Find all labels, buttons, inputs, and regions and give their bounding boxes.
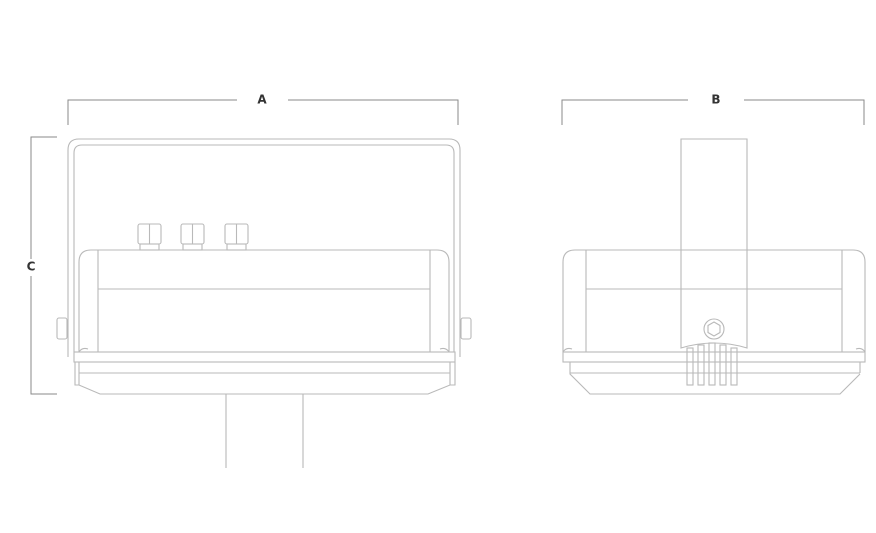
cable-gland xyxy=(137,223,162,251)
side-lens-frame xyxy=(569,362,861,395)
mounting-bracket xyxy=(67,138,461,357)
heat-sink-fins xyxy=(686,342,738,386)
housing xyxy=(78,249,450,352)
dimension-a-label: A xyxy=(257,93,267,107)
dimension-b-label: B xyxy=(711,93,720,107)
cable-gland xyxy=(224,223,249,251)
dimension-a-line xyxy=(67,99,459,125)
lens-frame xyxy=(74,362,456,395)
dimension-b-line xyxy=(561,99,865,125)
side-bolt-right xyxy=(460,317,472,340)
mounting-arm xyxy=(680,138,748,349)
front-plate xyxy=(73,351,456,363)
dimension-c-line xyxy=(30,136,57,395)
hex-bolt-icon xyxy=(703,318,725,340)
dimension-c: C xyxy=(27,136,57,395)
side-view: B xyxy=(561,93,866,395)
dimension-b: B xyxy=(561,93,865,125)
dimension-c-label: C xyxy=(27,260,36,274)
side-housing xyxy=(562,249,866,352)
cable-gland xyxy=(180,223,205,251)
mounting-bracket-inner xyxy=(73,144,455,352)
dimension-a: A xyxy=(67,93,459,125)
side-bolt-left xyxy=(56,317,68,340)
cable-glands xyxy=(137,223,249,251)
front-view: A C xyxy=(27,93,472,468)
